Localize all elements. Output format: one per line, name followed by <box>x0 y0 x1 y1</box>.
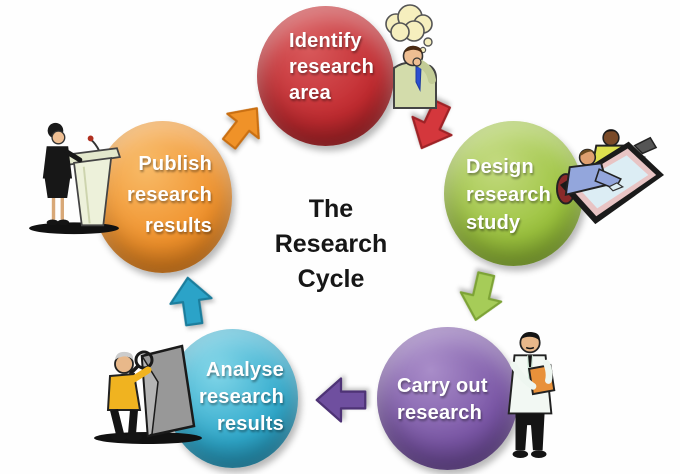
stage-label-line: Carry out <box>397 375 488 397</box>
stage-label-line: Publish <box>138 153 212 175</box>
stage-label-line: research <box>199 386 284 408</box>
stage-label-line: research <box>127 184 212 206</box>
stage-publish-research-results: Publish research results <box>93 121 232 273</box>
stage-design-research-study: Design research study <box>444 121 583 266</box>
stage-label-line: results <box>217 413 284 435</box>
diagram-title: The Research Cycle <box>248 192 414 297</box>
arrow-carry-out-to-analyse-icon <box>315 377 367 423</box>
arrow-design-to-carry-out-icon <box>459 271 503 321</box>
stage-label-line: area <box>289 82 331 104</box>
stage-label-line: results <box>145 215 212 237</box>
scientist-figure-icon <box>507 331 556 458</box>
stage-carry-out-research: Carry out research <box>377 327 518 470</box>
thinking-man-figure-icon <box>385 4 437 109</box>
stage-label-line: Analyse <box>205 359 284 381</box>
stage-label-line: Identify <box>289 30 362 52</box>
stage-label-line: research <box>289 56 374 78</box>
arrow-identify-to-design-icon <box>411 99 453 150</box>
drafting-table-people-figure-icon <box>556 129 665 225</box>
arrow-publish-to-identify-icon <box>221 107 260 150</box>
stage-identify-research-area: Identify research area <box>257 6 394 146</box>
magnifying-glass-man-figure-icon <box>94 344 202 444</box>
stage-label-line: study <box>466 212 521 234</box>
arrow-analyse-to-publish-icon <box>169 276 213 327</box>
stage-label-line: research <box>397 402 482 424</box>
stage-label-line: Design <box>466 156 534 178</box>
title-line-3: Cycle <box>297 265 365 293</box>
stage-label-line: research <box>466 184 551 206</box>
woman-at-podium-figure-icon <box>29 122 122 235</box>
title-line-1: The <box>308 195 354 223</box>
title-line-2: Research <box>274 230 388 258</box>
